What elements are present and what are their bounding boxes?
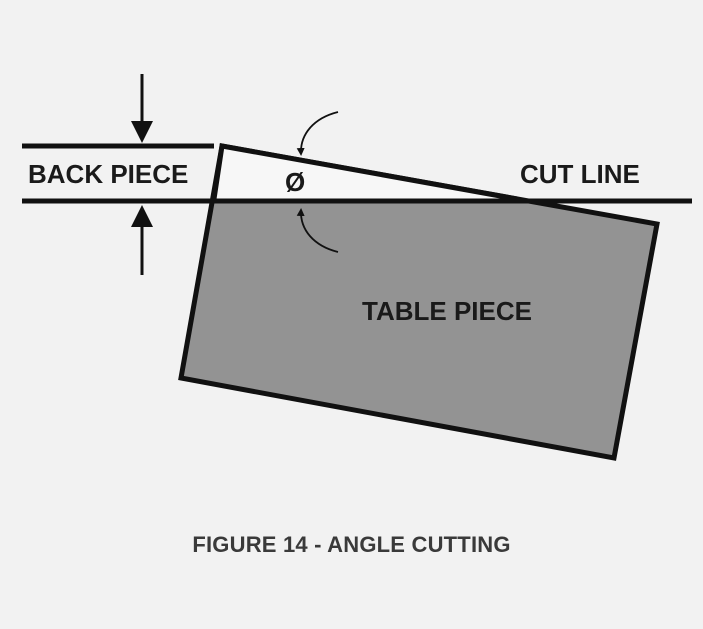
- table-piece-label: TABLE PIECE: [362, 296, 532, 326]
- back-piece-label: BACK PIECE: [28, 159, 188, 189]
- curved-arrow-icon: [296, 111, 339, 156]
- cut-line-label: CUT LINE: [520, 159, 640, 189]
- arrow-up-icon: [131, 205, 153, 275]
- curved-arrow-icon: [296, 208, 339, 253]
- back-piece-outline: [211, 143, 518, 202]
- arrow-down-icon: [131, 74, 153, 143]
- figure-caption: FIGURE 14 - ANGLE CUTTING: [192, 532, 511, 557]
- angle-symbol: Ø: [285, 167, 305, 197]
